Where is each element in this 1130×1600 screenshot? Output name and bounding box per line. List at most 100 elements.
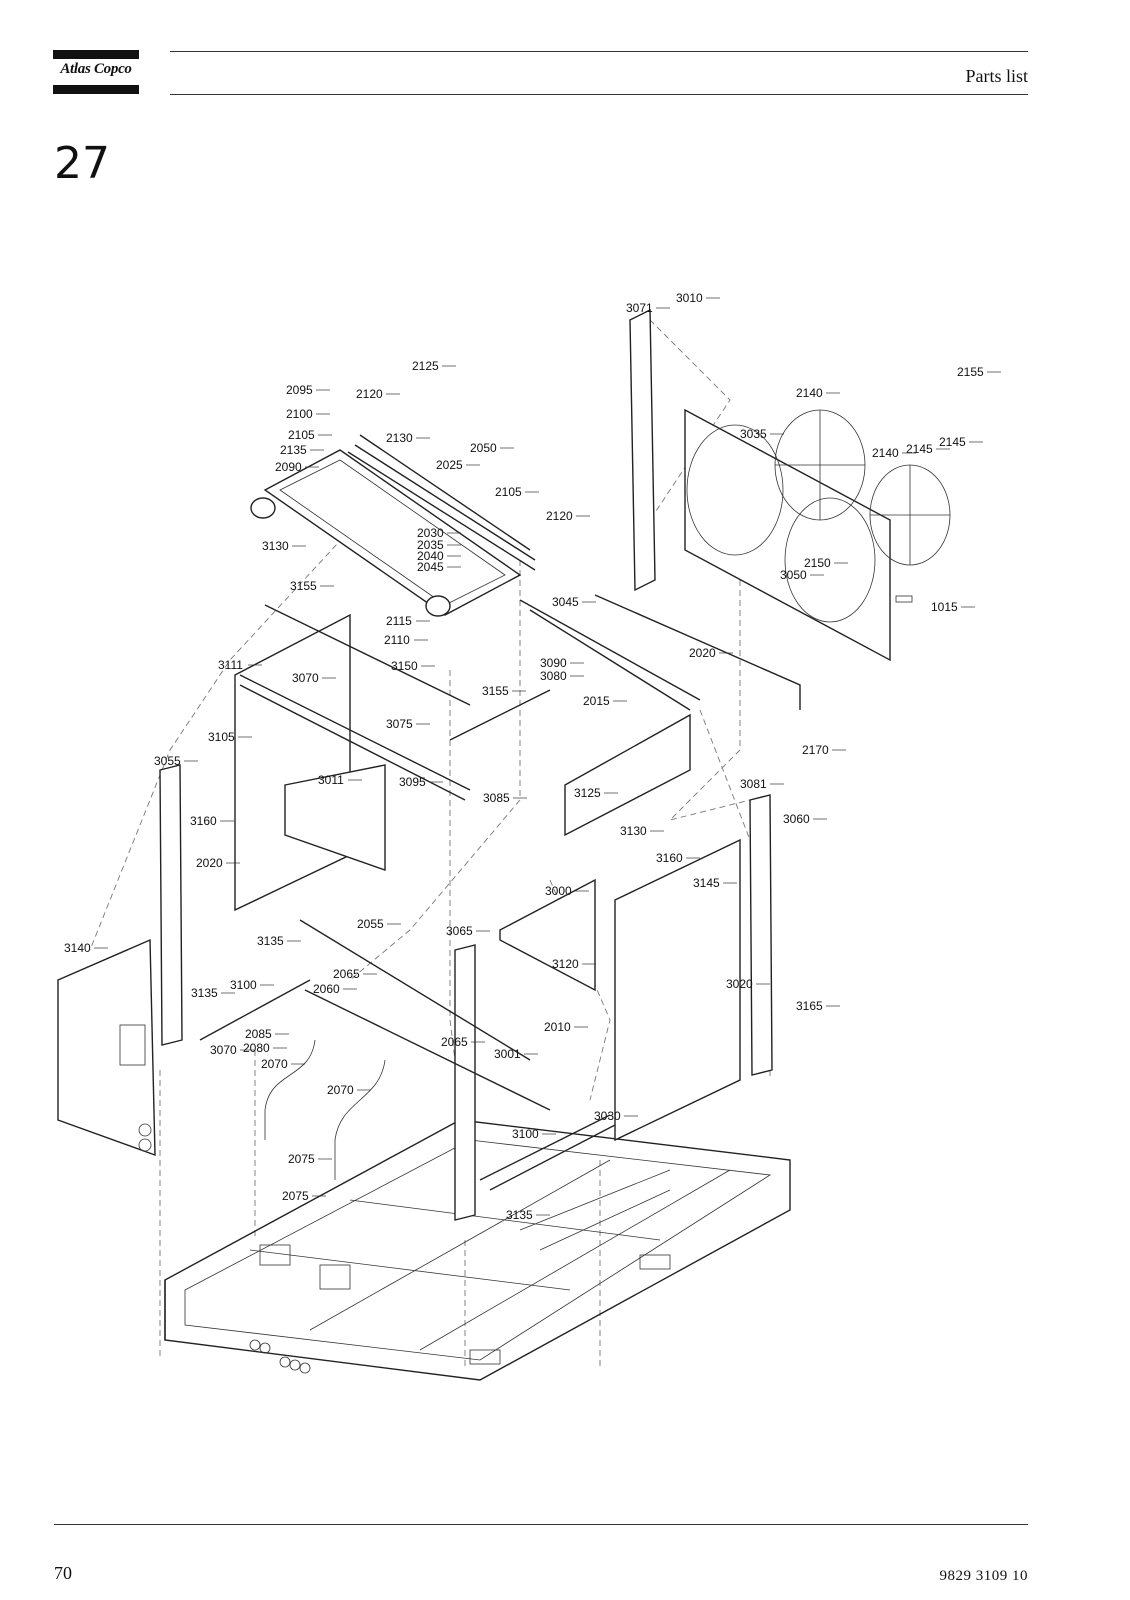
callout-1015: 1015 (931, 600, 958, 614)
atlas-copco-logo: Atlas Copco (53, 50, 139, 94)
logo-bar-bottom (53, 85, 139, 94)
callout-3130: 3130 (262, 539, 289, 553)
callout-3135: 3135 (191, 986, 218, 1000)
callout-3020: 3020 (726, 977, 753, 991)
callout-3135: 3135 (257, 934, 284, 948)
callout-2155: 2155 (957, 365, 984, 379)
callout-2120: 2120 (356, 387, 383, 401)
callout-2060: 2060 (313, 982, 340, 996)
callout-2065: 2065 (441, 1035, 468, 1049)
callout-3085: 3085 (483, 791, 510, 805)
callout-3140: 3140 (64, 941, 91, 955)
callout-3035: 3035 (740, 427, 767, 441)
callout-2055: 2055 (357, 917, 384, 931)
callout-2140: 2140 (796, 386, 823, 400)
callout-2070: 2070 (261, 1057, 288, 1071)
callout-2145: 2145 (939, 435, 966, 449)
header-rule-bottom (170, 94, 1028, 95)
callout-3081: 3081 (740, 777, 767, 791)
callout-3125: 3125 (574, 786, 601, 800)
callout-3160: 3160 (190, 814, 217, 828)
callout-2105: 2105 (495, 485, 522, 499)
callout-2015: 2015 (583, 694, 610, 708)
callout-2025: 2025 (436, 458, 463, 472)
assembly-lines (89, 319, 771, 1370)
callout-2095: 2095 (286, 383, 313, 397)
callout-2020: 2020 (196, 856, 223, 870)
callout-2115: 2115 (386, 614, 412, 628)
frame-base (164, 1119, 791, 1381)
callout-3001: 3001 (494, 1047, 521, 1061)
callout-3050: 3050 (780, 568, 807, 582)
callout-3165: 3165 (796, 999, 823, 1013)
callout-3011: 3011 (318, 773, 344, 787)
callout-2075: 2075 (288, 1152, 315, 1166)
callout-3055: 3055 (154, 754, 181, 768)
callout-3100: 3100 (230, 978, 257, 992)
callout-2050: 2050 (470, 441, 497, 455)
callout-3155: 3155 (482, 684, 509, 698)
page-number: 70 (54, 1563, 72, 1583)
callout-3120: 3120 (552, 957, 579, 971)
vertical-posts (159, 308, 773, 1221)
logo-text: Atlas Copco (60, 61, 132, 77)
callout-3030: 3030 (594, 1109, 621, 1123)
chapter-number: 27 (54, 138, 110, 189)
section-title: Parts list (965, 66, 1028, 86)
callout-3065: 3065 (446, 924, 473, 938)
callout-2080: 2080 (243, 1041, 270, 1055)
callout-2120: 2120 (546, 509, 573, 523)
callout-3010: 3010 (676, 291, 703, 305)
header-rule-top (170, 51, 1028, 52)
callout-2075: 2075 (282, 1189, 309, 1203)
hoses (264, 1039, 386, 1180)
footer-rule (54, 1524, 1028, 1525)
callout-2070: 2070 (327, 1083, 354, 1097)
callout-2065: 2065 (333, 967, 360, 981)
callout-2170: 2170 (802, 743, 829, 757)
callout-3070: 3070 (292, 671, 319, 685)
callout-3130: 3130 (620, 824, 647, 838)
logo-bar-top (53, 50, 139, 59)
callout-3160: 3160 (656, 851, 683, 865)
callout-3111: 3111 (218, 658, 243, 672)
callout-2035: 2035 (417, 538, 444, 552)
callout-3095: 3095 (399, 775, 426, 789)
callout-2010: 2010 (544, 1020, 571, 1034)
callout-3105: 3105 (208, 730, 235, 744)
fan-shroud (684, 408, 951, 662)
callout-2150: 2150 (804, 556, 831, 570)
callout-3150: 3150 (391, 659, 418, 673)
callout-3060: 3060 (783, 812, 810, 826)
callout-3090: 3090 (540, 656, 567, 670)
callout-3155: 3155 (290, 579, 317, 593)
callout-3071: 3071 (626, 301, 653, 315)
exploded-parts-drawing: 3010 3071 2125 2155 2095 2120 2140 2100 2105 2130… (57, 291, 1001, 1381)
callout-3070: 3070 (210, 1043, 237, 1057)
callout-2020: 2020 (689, 646, 716, 660)
callout-2045: 2045 (417, 560, 444, 574)
callout-3145: 3145 (693, 876, 720, 890)
callout-2110: 2110 (384, 633, 410, 647)
callout-2100: 2100 (286, 407, 313, 421)
callout-3045: 3045 (552, 595, 579, 609)
callout-3075: 3075 (386, 717, 413, 731)
rails-and-brackets (199, 594, 801, 1191)
callout-layer: 3010 3071 2125 2155 2095 2120 2140 2100 2105 2130… (64, 291, 1001, 1222)
callout-3000: 3000 (545, 884, 572, 898)
callout-3080: 3080 (540, 669, 567, 683)
callout-2085: 2085 (245, 1027, 272, 1041)
callout-2105: 2105 (288, 428, 315, 442)
callout-3100: 3100 (512, 1127, 539, 1141)
callout-2125: 2125 (412, 359, 439, 373)
cooler-core (250, 434, 536, 617)
callout-2090: 2090 (275, 460, 302, 474)
document-number: 9829 3109 10 (939, 1568, 1028, 1584)
callout-2040: 2040 (417, 549, 444, 563)
callout-2135: 2135 (280, 443, 307, 457)
callout-2145: 2145 (906, 442, 933, 456)
side-panels (57, 613, 741, 1157)
callout-2140: 2140 (872, 446, 899, 460)
callout-2130: 2130 (386, 431, 413, 445)
callout-3135: 3135 (506, 1208, 533, 1222)
